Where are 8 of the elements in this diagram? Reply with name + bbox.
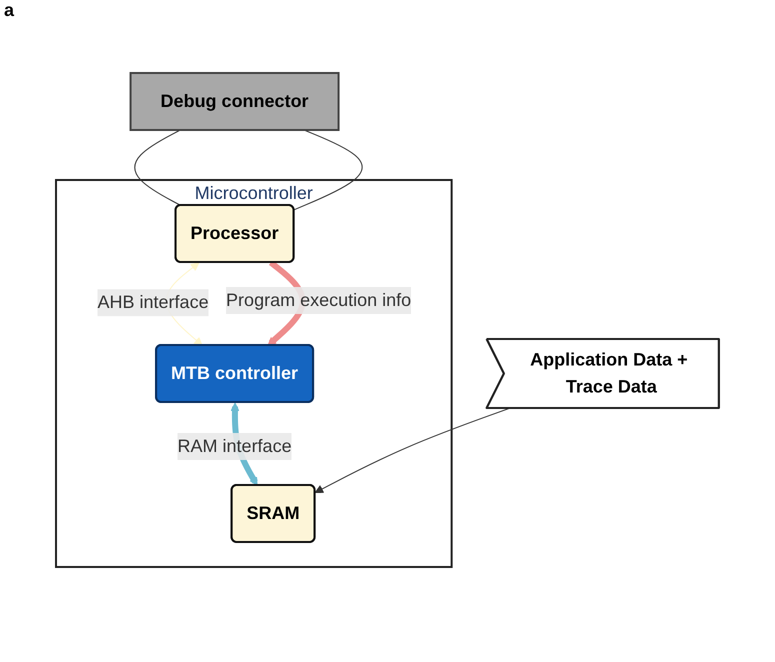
edge-label: Program execution info	[226, 290, 412, 310]
edge-label: RAM interface	[178, 436, 292, 456]
panel-letter: a	[4, 0, 14, 20]
connector	[134, 130, 182, 206]
connector	[294, 130, 363, 210]
arrow	[314, 408, 510, 494]
node-box: Debug connector	[130, 72, 340, 131]
edge-label: AHB interface	[98, 292, 209, 312]
